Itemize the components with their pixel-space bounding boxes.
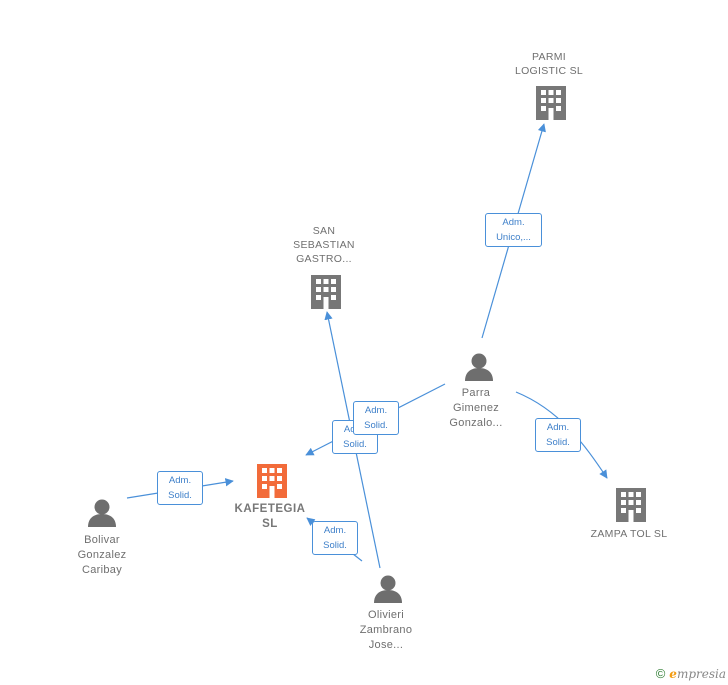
role-line: Solid. xyxy=(168,490,192,501)
label-line: PARMI xyxy=(532,51,566,63)
company-label-zampa-tol[interactable]: ZAMPA TOL SL xyxy=(574,527,684,541)
person-label-parra[interactable]: Parra Gimenez Gonzalo... xyxy=(430,386,522,431)
role-line: Unico,... xyxy=(496,232,531,243)
building-icon xyxy=(536,86,566,120)
company-label-kafetegia[interactable]: KAFETEGIA SL xyxy=(222,502,318,532)
label-line: GASTRO... xyxy=(296,253,352,265)
person-icon xyxy=(465,353,493,381)
label-line: SAN xyxy=(312,225,336,237)
person-icon xyxy=(88,499,116,527)
role-line: Adm. xyxy=(502,217,525,228)
role-line: Adm. xyxy=(323,525,347,536)
person-icon xyxy=(374,575,402,603)
brand-initial: e xyxy=(669,667,677,681)
label-line: Gimenez xyxy=(452,402,500,414)
label-line: Olivieri xyxy=(367,609,404,621)
company-label-san-sebastian[interactable]: SAN SEBASTIAN GASTRO... xyxy=(276,224,372,266)
label-line: Bolivar xyxy=(84,534,120,546)
main-building-icon xyxy=(257,464,287,498)
company-label-parmi[interactable]: PARMI LOGISTIC SL xyxy=(498,50,600,78)
label-line: Gonzalo... xyxy=(449,417,503,429)
role-box-parra-parmi[interactable]: Adm. Unico,... xyxy=(485,213,542,247)
label-line: ZAMPA TOL SL xyxy=(590,528,668,540)
building-icon xyxy=(311,275,341,309)
label-line: SEBASTIAN xyxy=(293,239,355,251)
role-line: Adm. xyxy=(168,475,192,486)
role-line: Solid. xyxy=(323,540,347,551)
role-line: Solid. xyxy=(546,437,570,448)
label-line: SL xyxy=(262,518,278,530)
label-line: Zambrano xyxy=(359,624,413,636)
label-line: LOGISTIC SL xyxy=(514,65,584,77)
role-line: Adm. xyxy=(546,422,570,433)
role-box-parra-zampa[interactable]: Adm. Solid. xyxy=(535,418,581,452)
brand-logo: ©empresia xyxy=(656,666,726,681)
label-line: KAFETEGIA xyxy=(234,503,306,515)
brand-name: mpresia xyxy=(676,667,726,681)
person-label-olivieri[interactable]: Olivieri Zambrano Jose... xyxy=(338,608,434,653)
label-line: Gonzalez xyxy=(77,549,127,561)
label-line: Parra xyxy=(461,387,491,399)
label-line: Jose... xyxy=(368,639,404,651)
label-line: Caribay xyxy=(81,564,122,576)
building-icon xyxy=(616,488,646,522)
copyright-icon: © xyxy=(655,666,666,681)
role-line: Solid. xyxy=(343,439,367,450)
role-box-olivieri-kafetegia[interactable]: Adm. Solid. xyxy=(312,521,358,555)
role-line: Adm. xyxy=(364,405,388,416)
role-line: Solid. xyxy=(364,420,388,431)
person-label-bolivar[interactable]: Bolivar Gonzalez Caribay xyxy=(56,533,148,578)
role-box-bolivar-kafetegia[interactable]: Adm. Solid. xyxy=(157,471,203,505)
role-box-parra-kafetegia[interactable]: Adm. Solid. xyxy=(353,401,399,435)
